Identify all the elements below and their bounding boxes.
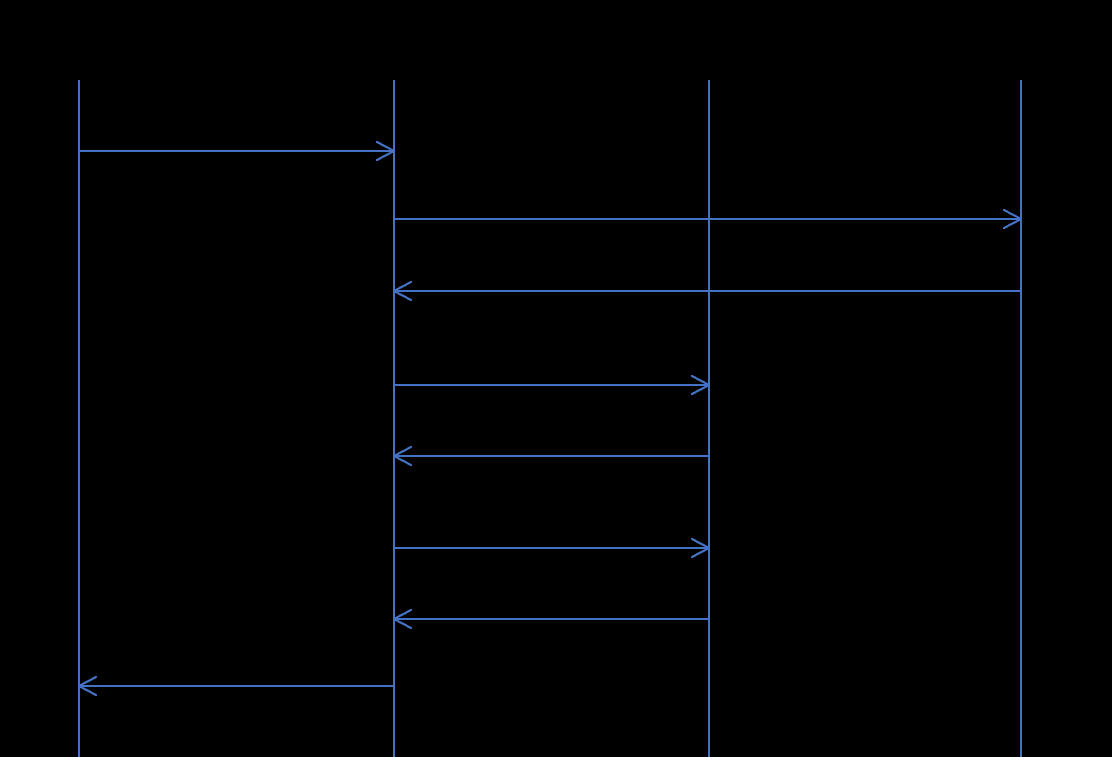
msg-2-arrowhead [1002,208,1023,230]
msg-1-arrowhead [375,140,396,162]
lifelines-group [77,80,1023,757]
msg-7-arrowhead [392,608,413,630]
message-msg-3 [392,280,1021,302]
message-msg-6 [394,537,711,559]
message-msg-7 [392,608,709,630]
message-msg-8 [77,675,394,697]
message-msg-1 [79,140,396,162]
message-msg-5 [392,445,709,467]
msg-4-arrowhead [690,374,711,396]
msg-5-arrowhead [392,445,413,467]
messages-group [77,140,1023,697]
msg-8-arrowhead [77,675,98,697]
message-msg-2 [394,208,1023,230]
msg-3-arrowhead [392,280,413,302]
msg-6-arrowhead [690,537,711,559]
message-msg-4 [394,374,711,396]
